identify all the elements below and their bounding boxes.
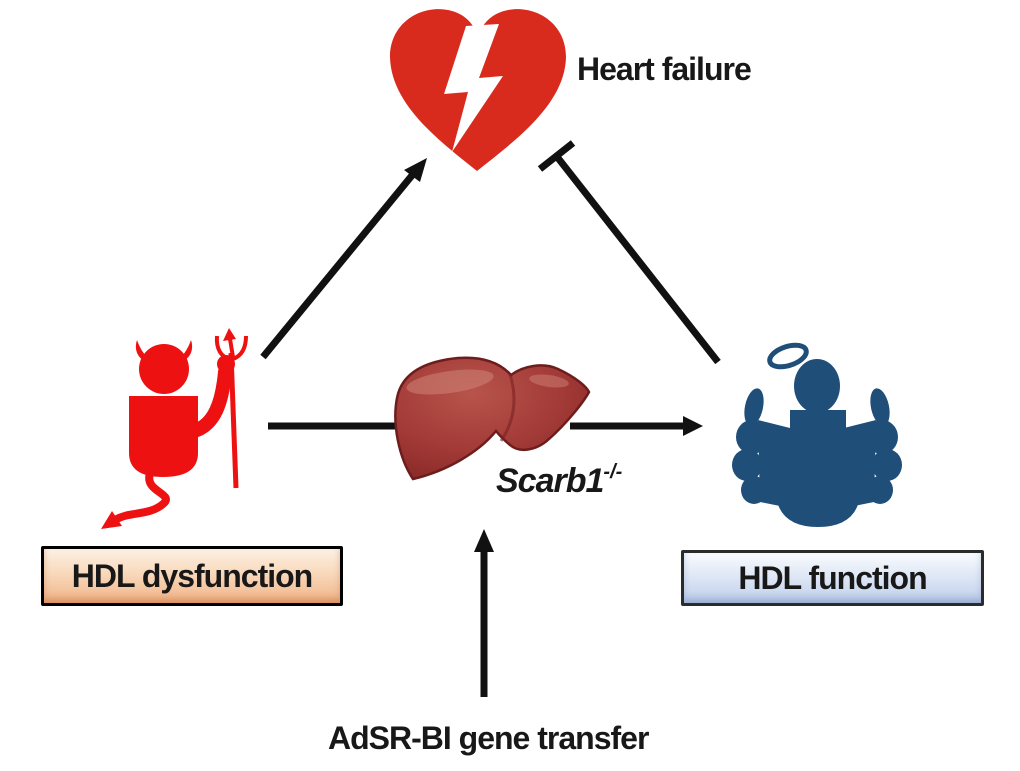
- scarb1-knockout-superscript: -/-: [603, 460, 623, 483]
- devil-tail-arrowhead: [101, 511, 122, 529]
- pitchfork-shaft: [228, 352, 239, 489]
- angel-thumb-right: [870, 388, 890, 426]
- heart-failure-label: Heart failure: [577, 51, 752, 87]
- devil-icon: [101, 328, 248, 529]
- liver-crease: [499, 373, 516, 442]
- angel-head: [794, 359, 840, 413]
- devil-body: [129, 396, 198, 477]
- devil-head: [139, 344, 189, 394]
- angel-wing-right-fill: [844, 420, 876, 508]
- hdl-function-box: HDL function: [681, 550, 984, 606]
- hdl-dysfunction-box: HDL dysfunction: [41, 546, 343, 606]
- pitchfork-prong-right: [232, 335, 248, 361]
- liver-highlight: [529, 374, 569, 388]
- scarb1-genotype-label: Scarb1-/-: [496, 460, 623, 501]
- arrow-devil-to-heart: [260, 158, 427, 360]
- angel-halo: [767, 342, 809, 370]
- angel-lower-body: [775, 445, 861, 527]
- inhibitor-angel-to-heart: [537, 140, 721, 365]
- hdl-function-label: HDL function: [738, 559, 927, 596]
- pitchfork-prong-left: [214, 335, 231, 361]
- arrowhead: [474, 529, 494, 552]
- devil-tail: [111, 467, 170, 524]
- scarb1-gene-name: Scarb1: [496, 462, 604, 500]
- hdl-dysfunction-label: HDL dysfunction: [71, 557, 313, 594]
- pitchfork-tip: [223, 328, 236, 341]
- arrowhead: [683, 416, 703, 436]
- connectors: [260, 140, 721, 697]
- devil-arm: [190, 365, 232, 437]
- liver-highlight: [406, 369, 494, 395]
- angel-wing-left-lobe: [732, 449, 762, 481]
- gene-transfer-label: AdSR-BI gene transfer: [328, 720, 649, 756]
- arrowhead: [404, 158, 427, 182]
- lightning-bolt-icon: [444, 24, 503, 152]
- angel-wing-right-lobe: [872, 449, 902, 481]
- arrow-liver-to-angel: [570, 416, 703, 436]
- angel-wing-left-fill: [758, 420, 790, 508]
- heart-failure-icon: [390, 9, 566, 171]
- liver-icon: [394, 356, 591, 481]
- angel-icon: [732, 342, 902, 527]
- angel-thumb-left: [744, 388, 764, 426]
- arrow-genetransfer-to-liver: [474, 529, 494, 697]
- t-bar: [537, 140, 576, 172]
